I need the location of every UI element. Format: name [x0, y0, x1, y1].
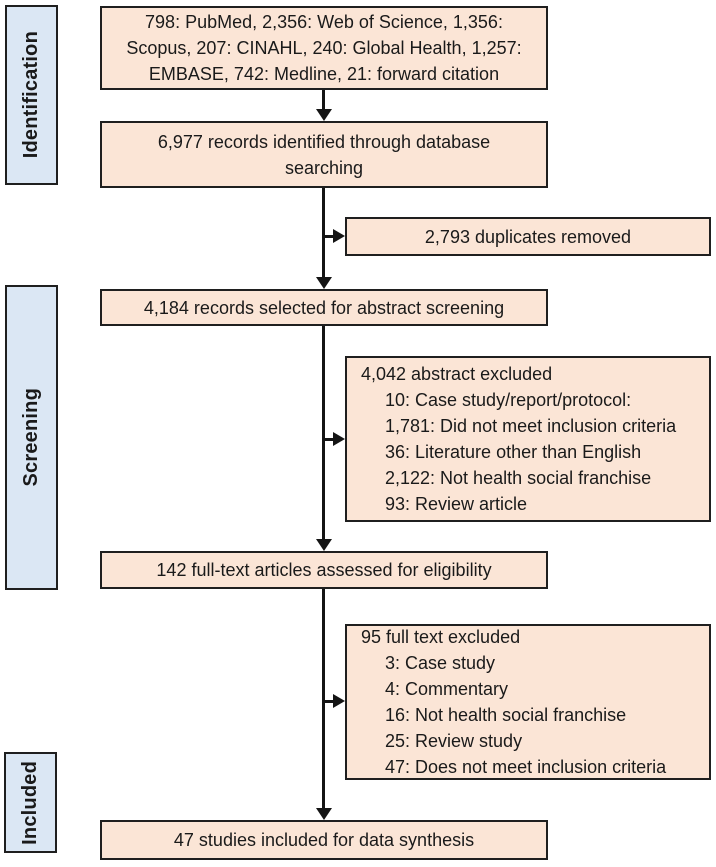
records-identified-line-1: 6,977 records identified through databas…: [157, 131, 491, 152]
box-abstract-excluded: 4,042 abstract excluded 10: Case study/r…: [345, 356, 711, 522]
database-sources-line-2: Scopus, 207: CINAHL, 240: Global Health,…: [126, 38, 522, 58]
abstract-excluded-item-3: 36: Literature other than English: [385, 442, 642, 462]
included-synthesis-text: 47 studies included for data synthesis: [173, 830, 475, 850]
records-identified-line-2: searching: [284, 157, 364, 178]
connector-selected-to-assessed-arrowhead-icon: [316, 539, 332, 551]
abstract-excluded-item-1: 10: Case study/report/protocol:: [385, 390, 632, 410]
abstract-excluded-item-5: 93: Review article: [385, 494, 528, 514]
database-sources-line-1: 798: PubMed, 2,356: Web of Science, 1,35…: [145, 12, 503, 32]
connector-selected-to-assessed-line: [322, 326, 325, 539]
records-selected-text: 4,184 records selected for abstract scre…: [143, 297, 505, 318]
connector-branch-abstract-excluded-line: [322, 438, 334, 441]
abstract-excluded-title: 4,042 abstract excluded: [361, 364, 553, 384]
fulltext-excluded-item-4: 25: Review study: [385, 731, 523, 751]
connector-branch-fulltext-excluded-line: [322, 700, 334, 703]
box-records-identified: 6,977 records identified through databas…: [100, 121, 548, 188]
connector-sources-to-identified-arrowhead-icon: [316, 109, 332, 121]
connector-identified-to-selected-arrowhead-icon: [316, 277, 332, 289]
fulltext-excluded-item-3: 16: Not health social franchise: [385, 705, 627, 725]
box-records-selected: 4,184 records selected for abstract scre…: [100, 289, 548, 326]
fulltext-excluded-item-5: 47: Does not meet inclusion criteria: [385, 757, 667, 777]
box-included-synthesis: 47 studies included for data synthesis: [100, 820, 548, 860]
abstract-excluded-item-4: 2,122: Not health social franchise: [385, 468, 652, 488]
fulltext-assessed-text: 142 full-text articles assessed for elig…: [156, 560, 492, 580]
duplicates-removed-text: 2,793 duplicates removed: [424, 226, 632, 247]
connector-identified-to-selected-line: [322, 188, 325, 278]
connector-sources-to-identified-line: [322, 90, 325, 110]
connector-assessed-to-included-line: [322, 589, 325, 808]
database-sources-line-3: EMBASE, 742: Medline, 21: forward citati…: [148, 64, 500, 84]
stage-identification-label: Identification: [20, 31, 42, 159]
fulltext-excluded-item-1: 3: Case study: [385, 653, 496, 673]
box-duplicates-removed: 2,793 duplicates removed: [345, 217, 711, 256]
stage-screening-label: Screening: [20, 388, 42, 487]
connector-assessed-to-included-arrowhead-icon: [316, 808, 332, 820]
box-fulltext-assessed: 142 full-text articles assessed for elig…: [100, 551, 548, 589]
box-fulltext-excluded: 95 full text excluded 3: Case study 4: C…: [345, 624, 711, 780]
fulltext-excluded-item-2: 4: Commentary: [385, 679, 509, 699]
fulltext-excluded-title: 95 full text excluded: [361, 627, 521, 647]
stage-included-label: Included: [19, 760, 41, 845]
stage-screening: Screening: [5, 285, 58, 590]
box-database-sources: 798: PubMed, 2,356: Web of Science, 1,35…: [100, 6, 548, 90]
connector-branch-fulltext-excluded-arrowhead-icon: [333, 694, 345, 708]
connector-branch-duplicates-arrowhead-icon: [333, 229, 345, 243]
connector-branch-abstract-excluded-arrowhead-icon: [333, 432, 345, 446]
stage-included: Included: [4, 752, 57, 853]
connector-branch-duplicates-line: [322, 235, 334, 238]
stage-identification: Identification: [5, 5, 58, 185]
abstract-excluded-item-2: 1,781: Did not meet inclusion criteria: [385, 416, 677, 436]
